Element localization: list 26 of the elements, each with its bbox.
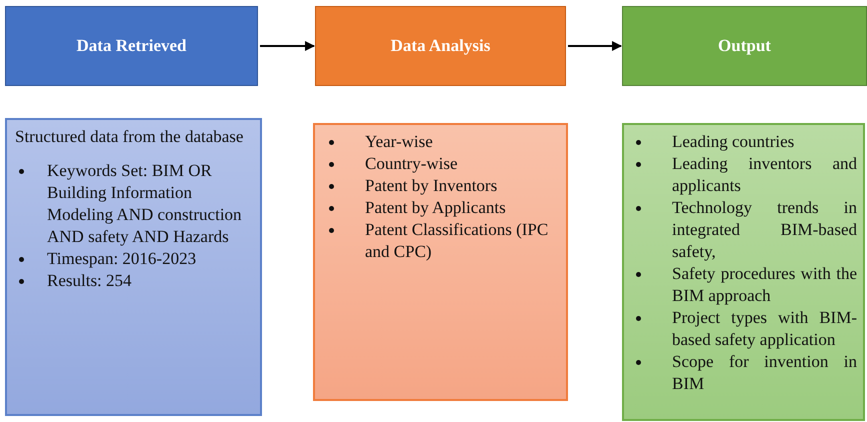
stage-header-box [315,6,566,86]
stage-header-box [622,6,867,86]
bullet-item: Patent by Inventors [365,175,498,197]
arrow [260,41,315,51]
bullet-item: Safety procedures with the BIM approach [672,263,857,307]
arrow [568,41,622,51]
bullet-item: Results: 254 [47,270,133,292]
bullet-item: Patent Classifications (IPC and CPC) [365,219,550,263]
bullet-item: Year-wise [365,131,434,153]
bullet-item: Technology trends in integrated BIM-based safety, [672,197,857,263]
detail-panel [5,118,262,416]
bullet-item: Scope for invention in BIM [672,351,857,395]
stage-title: Data Analysis [390,36,490,56]
detail-panel [622,123,865,421]
bullet-item: Leading inventors and applicants [672,153,857,197]
stage-title: Output [718,36,771,56]
bullet-item: Project types with BIM-based safety application [672,307,857,351]
detail-panel [313,123,568,401]
bullet-item: Keywords Set: BIM OR Building Information Modeling AND construction AND safety AND Hazards [47,160,243,248]
bullet-item: Country-wise [365,153,459,175]
bullet-item: Leading countries [672,131,796,153]
stage-title: Data Retrieved [76,36,186,56]
stage-header-box [5,6,258,86]
bullet-item: Patent by Applicants [365,197,507,219]
panel-intro: Structured data from the database [15,126,244,148]
bullet-item: Timespan: 2016-2023 [47,248,198,270]
